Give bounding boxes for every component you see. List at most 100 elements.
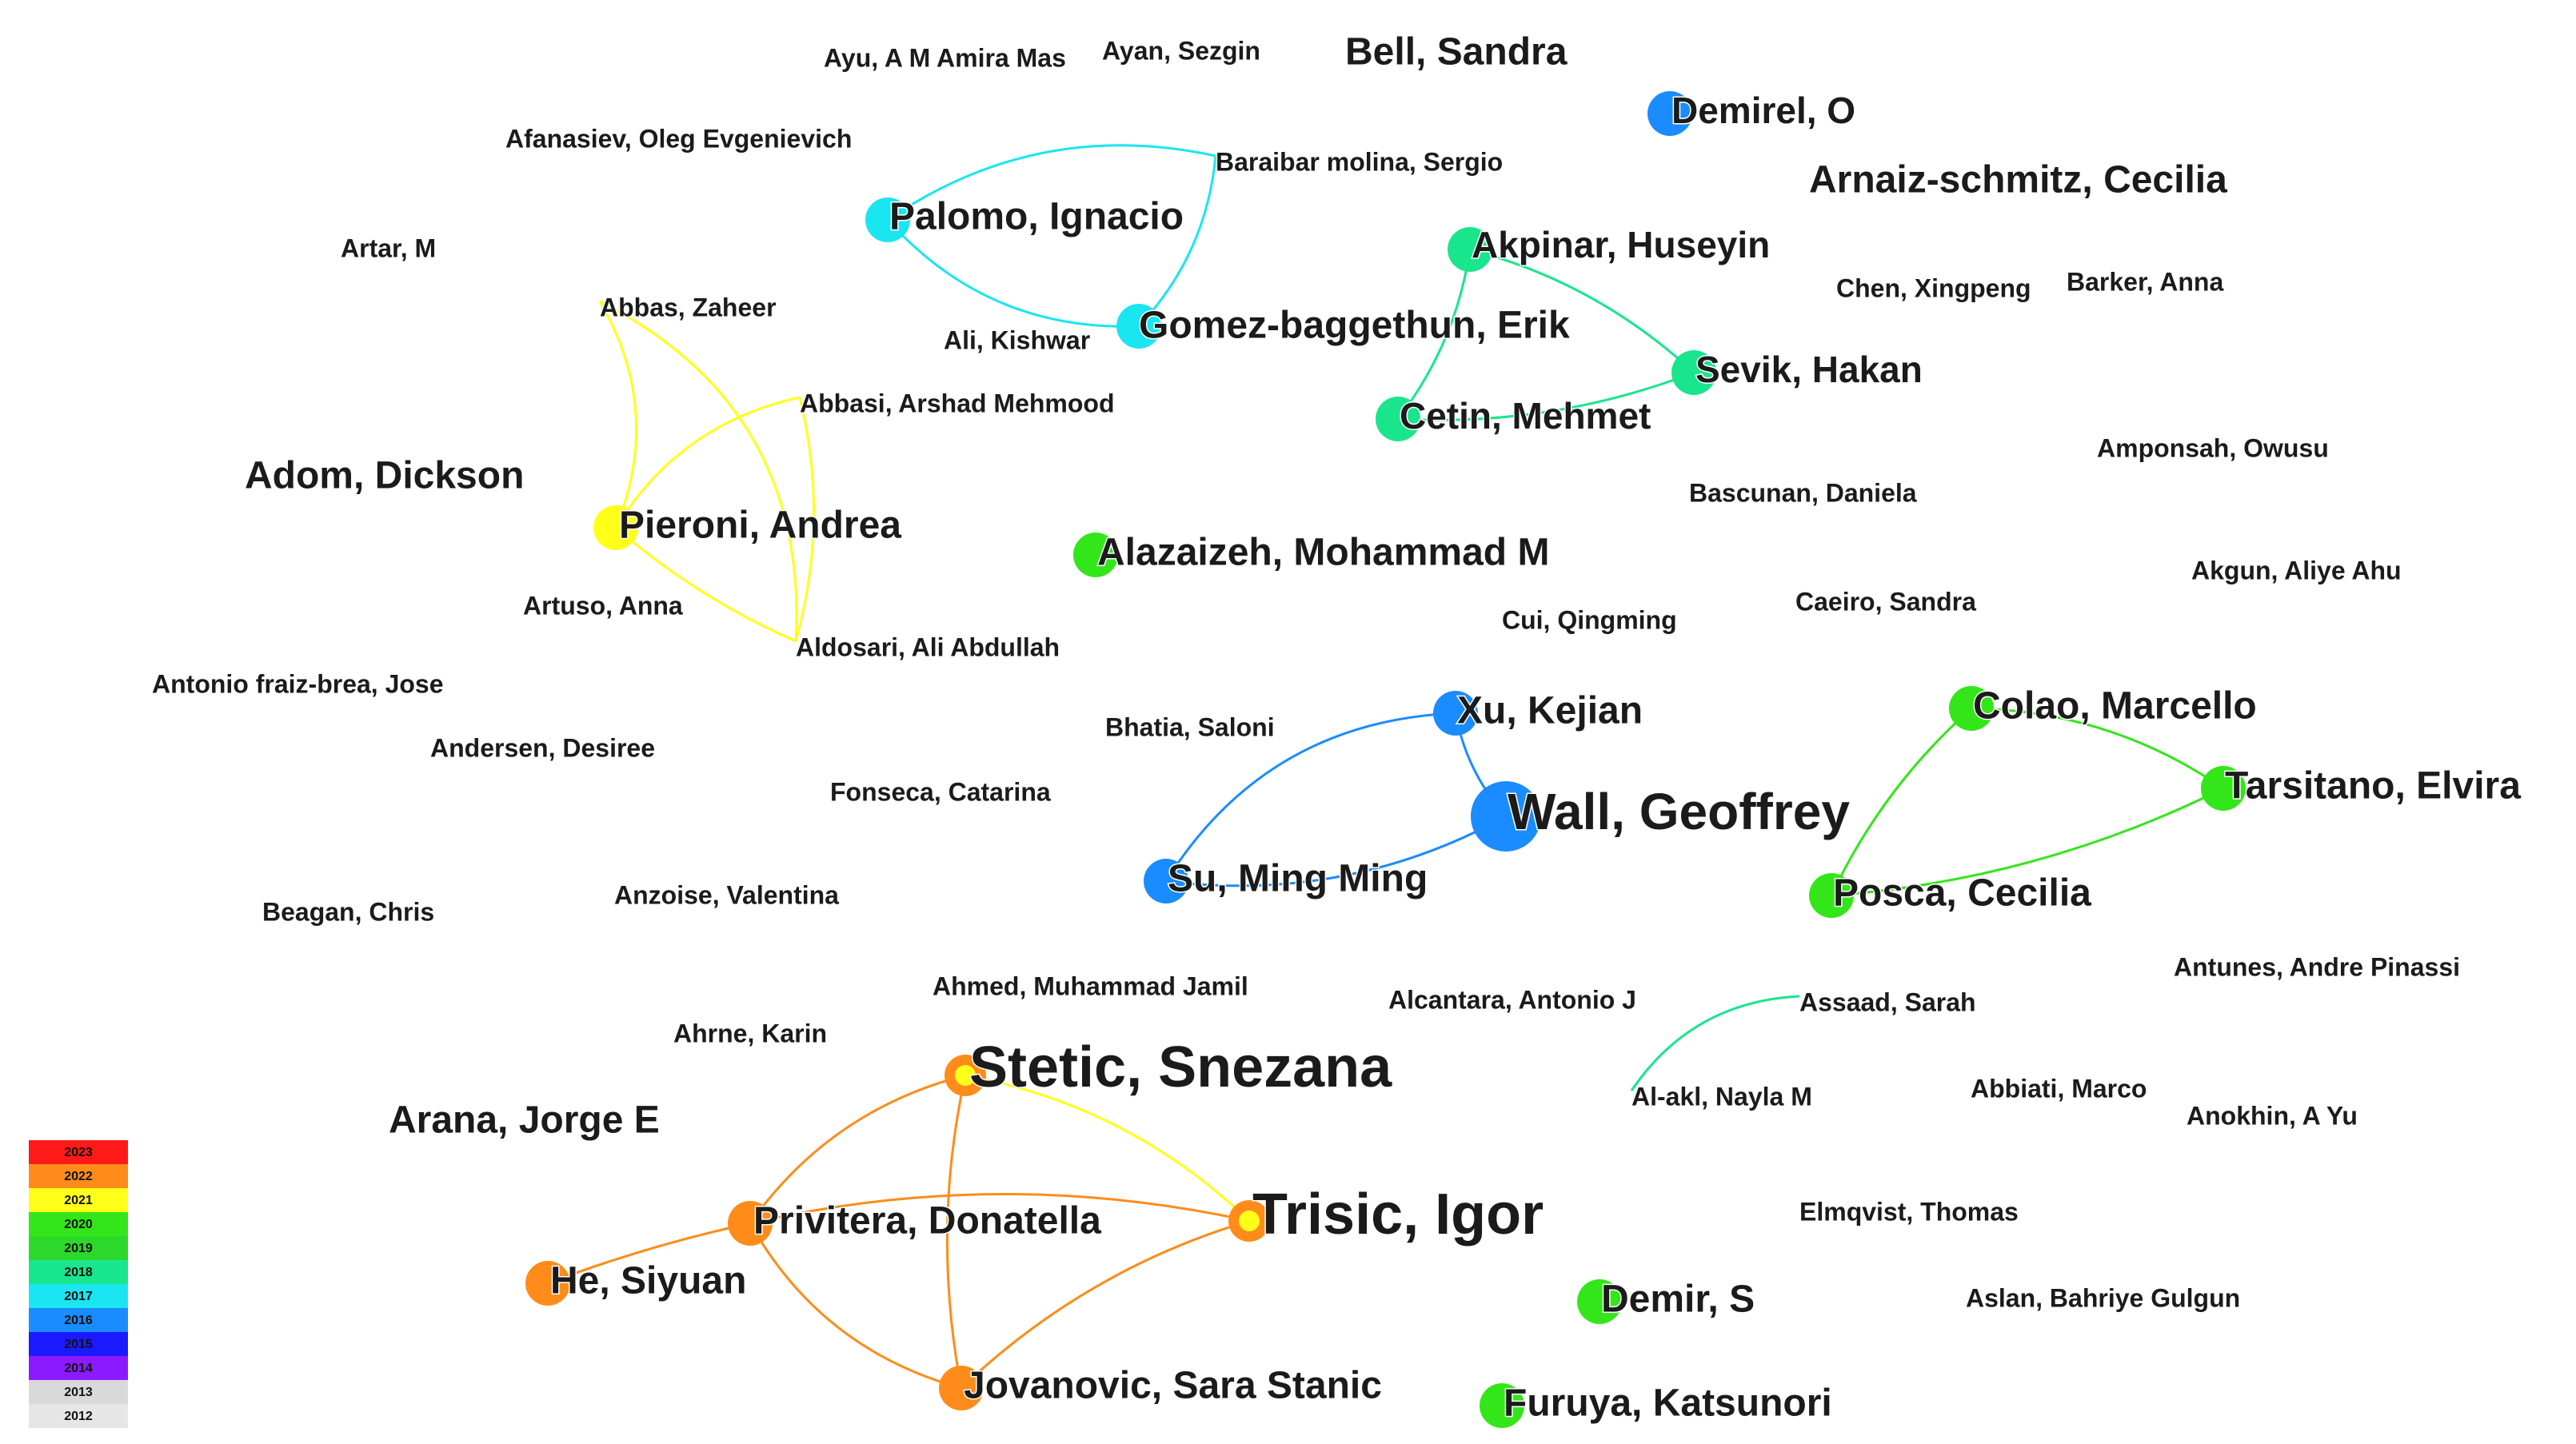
link-palomo-gomez bbox=[886, 218, 1140, 328]
link-assaad-alakl bbox=[1630, 995, 1800, 1091]
node-sevik[interactable] bbox=[1671, 350, 1716, 395]
label-baraibar: Baraibar molina, Sergio bbox=[1216, 147, 1503, 176]
legend-swatch-2015 bbox=[29, 1332, 128, 1356]
label-chen: Chen, Xingpeng bbox=[1836, 273, 2031, 302]
legend-label-2020: 2020 bbox=[64, 1218, 93, 1231]
node-xu[interactable] bbox=[1433, 691, 1478, 736]
node-cetin[interactable] bbox=[1376, 397, 1420, 441]
link-stetic-jovanovic bbox=[945, 1075, 967, 1389]
label-fonseca: Fonseca, Catarina bbox=[830, 777, 1051, 806]
legend-label-2012: 2012 bbox=[64, 1410, 93, 1423]
link-akpinar-cetin bbox=[1396, 249, 1472, 420]
node-demirel[interactable] bbox=[1647, 91, 1692, 136]
label-antonio: Antonio fraiz-brea, Jose bbox=[152, 669, 444, 698]
year-color-legend: 2023202220212020201920182017201620152014… bbox=[29, 1140, 128, 1428]
link-abbasi-pieroni bbox=[614, 396, 801, 529]
label-arnaiz: Arnaiz-schmitz, Cecilia bbox=[1809, 159, 2227, 201]
node-inner-stetic bbox=[955, 1065, 976, 1086]
link-cetin-sevik bbox=[1397, 371, 1695, 421]
link-privitera-he bbox=[547, 1222, 751, 1285]
label-ahrne: Ahrne, Karin bbox=[673, 1019, 827, 1047]
legend-swatch-2021 bbox=[29, 1188, 128, 1212]
link-privitera-jovanovic bbox=[749, 1223, 962, 1390]
link-xu-su bbox=[1164, 712, 1456, 882]
label-akpinar: Akpinar, Huseyin bbox=[1472, 224, 1770, 265]
legend-label-2021: 2021 bbox=[64, 1194, 93, 1207]
label-aldosari: Aldosari, Ali Abdullah bbox=[796, 632, 1060, 661]
legend-label-2013: 2013 bbox=[64, 1386, 93, 1399]
label-trisic: Trisic, Igor bbox=[1252, 1183, 1544, 1247]
legend-swatch-2013 bbox=[29, 1380, 128, 1404]
label-alakl: Al-akl, Nayla M bbox=[1631, 1082, 1812, 1111]
label-artar: Artar, M bbox=[341, 233, 436, 262]
link-jovanovic-trisic bbox=[960, 1219, 1250, 1390]
label-wall: Wall, Geoffrey bbox=[1508, 783, 1850, 840]
label-cui: Cui, Qingming bbox=[1502, 605, 1677, 634]
label-privitera: Privitera, Donatella bbox=[753, 1200, 1101, 1243]
label-bell: Bell, Sandra bbox=[1345, 31, 1568, 74]
label-jovanovic: Jovanovic, Sara Stanic bbox=[964, 1365, 1382, 1407]
legend-swatch-2017 bbox=[29, 1284, 128, 1308]
node-colao[interactable] bbox=[1949, 686, 1994, 731]
link-colao-posca bbox=[1830, 707, 1972, 896]
link-abbas-aldosari bbox=[599, 300, 798, 642]
link-privitera-trisic bbox=[749, 1193, 1250, 1225]
legend-label-2017: 2017 bbox=[64, 1290, 93, 1303]
legend-label-2015: 2015 bbox=[64, 1338, 93, 1351]
node-gomez[interactable] bbox=[1116, 304, 1161, 349]
label-beagan: Beagan, Chris bbox=[262, 897, 434, 926]
link-su-wall bbox=[1165, 815, 1507, 888]
link-stetic-privitera bbox=[749, 1074, 966, 1224]
legend-swatch-2018 bbox=[29, 1260, 128, 1284]
label-artuso: Artuso, Anna bbox=[523, 591, 683, 620]
legend-label-2014: 2014 bbox=[64, 1362, 93, 1375]
label-ayu: Ayu, A M Amira Mas bbox=[824, 43, 1066, 72]
label-ali: Ali, Kishwar bbox=[944, 325, 1090, 354]
node-akpinar[interactable] bbox=[1448, 227, 1492, 272]
node-tarsitano[interactable] bbox=[2201, 766, 2246, 811]
label-palomo: Palomo, Ignacio bbox=[889, 196, 1184, 238]
label-andersen: Andersen, Desiree bbox=[430, 733, 655, 762]
label-demir: Demir, S bbox=[1601, 1278, 1755, 1321]
label-bascunan: Bascunan, Daniela bbox=[1689, 478, 1917, 507]
legend-label-2022: 2022 bbox=[64, 1170, 93, 1183]
node-pieroni[interactable] bbox=[593, 505, 638, 550]
node-posca[interactable] bbox=[1809, 873, 1854, 918]
label-bhatia: Bhatia, Saloni bbox=[1105, 712, 1275, 741]
node-jovanovic[interactable] bbox=[939, 1366, 984, 1410]
label-furuya: Furuya, Katsunori bbox=[1504, 1382, 1832, 1425]
label-alazaizeh: Alazaizeh, Mohammad M bbox=[1097, 532, 1549, 574]
label-anzoise: Anzoise, Valentina bbox=[614, 880, 839, 909]
link-stetic-trisic bbox=[965, 1074, 1251, 1223]
label-colao: Colao, Marcello bbox=[1973, 685, 2257, 728]
label-anokhin: Anokhin, A Yu bbox=[2187, 1101, 2358, 1130]
node-furuya[interactable] bbox=[1480, 1383, 1524, 1428]
label-cetin: Cetin, Mehmet bbox=[1400, 395, 1651, 437]
node-su[interactable] bbox=[1144, 859, 1188, 903]
link-abbas-pieroni bbox=[598, 301, 638, 529]
node-alazaizeh[interactable] bbox=[1073, 533, 1118, 577]
node-privitera[interactable] bbox=[728, 1201, 773, 1246]
label-aslan: Aslan, Bahriye Gulgun bbox=[1966, 1283, 2240, 1312]
label-sevik: Sevik, Hakan bbox=[1695, 349, 1923, 390]
node-he[interactable] bbox=[525, 1261, 570, 1306]
link-akpinar-sevik bbox=[1469, 248, 1695, 374]
legend-swatch-2016 bbox=[29, 1308, 128, 1332]
node-demir[interactable] bbox=[1577, 1279, 1622, 1324]
label-adom: Adom, Dickson bbox=[245, 455, 524, 497]
label-alcantara: Alcantara, Antonio J bbox=[1388, 985, 1636, 1014]
label-arana: Arana, Jorge E bbox=[389, 1099, 660, 1142]
node-inner-trisic bbox=[1239, 1211, 1260, 1231]
label-abbasi: Abbasi, Arshad Mehmood bbox=[800, 389, 1115, 417]
node-wall[interactable] bbox=[1471, 781, 1541, 852]
link-gomez-baraibar bbox=[1137, 155, 1217, 328]
legend-swatch-2014 bbox=[29, 1356, 128, 1380]
label-xu: Xu, Kejian bbox=[1457, 690, 1643, 732]
link-pieroni-aldosari bbox=[615, 526, 797, 643]
legend-label-2018: 2018 bbox=[64, 1266, 93, 1279]
node-palomo[interactable] bbox=[865, 197, 910, 242]
label-akgun: Akgun, Aliye Ahu bbox=[2191, 556, 2402, 584]
legend-swatch-2012 bbox=[29, 1404, 128, 1428]
network-nodes bbox=[525, 91, 2246, 1428]
